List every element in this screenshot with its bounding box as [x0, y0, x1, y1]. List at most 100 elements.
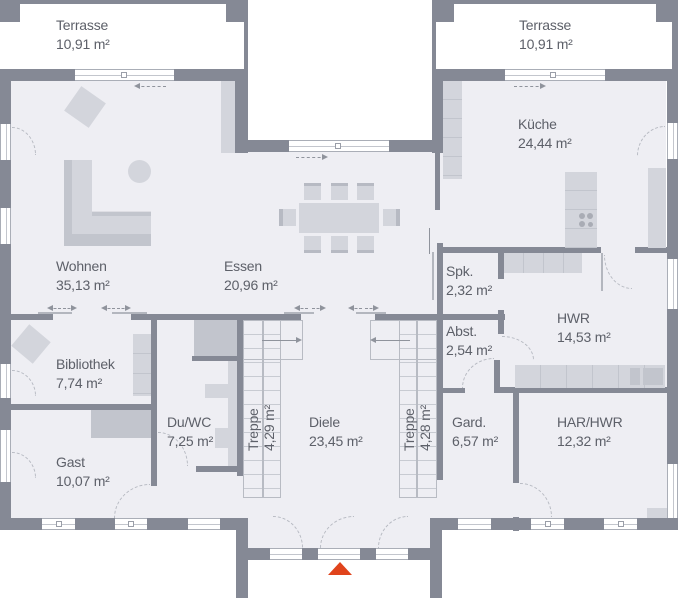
wall — [430, 518, 458, 530]
chair-icon — [331, 183, 348, 200]
wall — [0, 244, 11, 364]
stove-burner-icon — [579, 213, 585, 219]
wall — [236, 518, 248, 598]
wall — [0, 0, 20, 22]
wall — [667, 69, 678, 123]
room-name: Abst. — [446, 323, 477, 339]
chair-icon — [383, 209, 400, 226]
kitchen-island-icon — [565, 172, 597, 248]
room-label-gast: Gast 10,07 m² — [56, 453, 110, 491]
slide-arrow-icon — [429, 228, 430, 254]
wall — [498, 310, 504, 334]
chair-icon — [357, 183, 374, 200]
wall — [498, 247, 504, 279]
wall — [174, 69, 248, 81]
wall — [192, 356, 240, 361]
room-name: Spk. — [446, 263, 474, 279]
window-handle-icon — [545, 521, 551, 527]
window — [188, 518, 220, 530]
wall — [435, 150, 440, 210]
wall — [667, 159, 678, 259]
room-area: 2,32 m² — [446, 282, 493, 298]
room-name: Küche — [518, 116, 557, 132]
window-handle-icon — [121, 72, 127, 78]
room-label-wohnen: Wohnen 35,13 m² — [56, 257, 110, 295]
slide-arrow-icon — [312, 305, 326, 311]
dining-table-icon — [299, 203, 379, 233]
room-name: HWR — [557, 310, 590, 326]
stove-burner-icon — [587, 213, 593, 219]
sink-icon — [205, 384, 228, 398]
window — [0, 430, 11, 482]
wall — [605, 69, 678, 81]
wall — [635, 247, 668, 253]
window — [667, 259, 678, 309]
room-label-spk: Spk. 2,32 m² — [446, 262, 492, 300]
entry-side-glass — [270, 548, 302, 560]
window-handle-icon — [618, 521, 624, 527]
stove-burner-icon — [579, 221, 585, 227]
window — [667, 123, 678, 159]
stair-direction-arrow-icon — [262, 337, 302, 343]
sliding-door — [356, 312, 386, 314]
wall — [437, 314, 505, 320]
room-name: HAR/HWR — [557, 414, 623, 430]
room-label-diele: Diele 23,45 m² — [309, 413, 363, 451]
window-handle-icon — [335, 143, 341, 149]
wall — [494, 360, 500, 393]
stair-direction-arrow-icon — [370, 337, 410, 343]
wall — [672, 0, 678, 80]
wall — [375, 314, 443, 320]
dryer-icon — [643, 368, 663, 385]
slide-arrow-icon — [296, 154, 328, 160]
room-name: Terrasse — [56, 17, 109, 33]
sliding-door — [38, 312, 72, 314]
room-area: 35,13 m² — [56, 277, 110, 293]
wall — [302, 548, 318, 560]
room-name: Gast — [56, 454, 85, 470]
floor-wohnen — [10, 80, 235, 320]
wall — [0, 398, 11, 430]
wall — [235, 69, 248, 153]
window — [0, 208, 11, 244]
room-area: 4,29 m² — [261, 404, 277, 451]
utility-counter-icon — [515, 365, 665, 388]
room-label-du-wc: Du/WC 7,25 m² — [167, 413, 213, 451]
wall — [432, 69, 443, 153]
shelf-icon — [504, 253, 582, 273]
wardrobe-icon — [91, 410, 151, 438]
window-handle-icon — [128, 521, 134, 527]
room-label-essen: Essen 20,96 m² — [224, 257, 278, 295]
chair-icon — [331, 236, 348, 253]
room-name: Wohnen — [56, 258, 107, 274]
room-label-gard: Gard. 6,57 m² — [452, 413, 498, 451]
wall — [430, 518, 442, 598]
room-area: 10,07 m² — [56, 473, 110, 489]
wall — [389, 140, 443, 152]
entry-door[interactable] — [318, 548, 360, 560]
window — [0, 364, 11, 398]
wall — [0, 69, 11, 124]
wall — [196, 466, 242, 472]
room-area: 24,44 m² — [518, 135, 572, 151]
room-area: 14,53 m² — [557, 329, 611, 345]
room-label-har-hwr: HAR/HWR 12,32 m² — [557, 413, 623, 451]
window-handle-icon — [56, 521, 62, 527]
kitchen-counter-icon — [443, 81, 462, 179]
room-label-treppe-left: Treppe 4,29 m² — [245, 405, 277, 451]
slide-arrow-icon — [63, 305, 77, 311]
wall — [226, 0, 248, 22]
room-area: 12,32 m² — [557, 433, 611, 449]
chair-icon — [304, 183, 321, 200]
wall — [564, 518, 604, 530]
sliding-door — [432, 252, 434, 300]
room-area: 7,25 m² — [167, 433, 214, 449]
bookshelf-icon — [133, 334, 151, 396]
sofa-cushion — [92, 216, 151, 234]
wall — [408, 548, 434, 560]
wall — [437, 243, 443, 323]
room-area: 20,96 m² — [224, 277, 278, 293]
slide-arrow-icon — [514, 83, 546, 89]
wall — [432, 69, 505, 81]
